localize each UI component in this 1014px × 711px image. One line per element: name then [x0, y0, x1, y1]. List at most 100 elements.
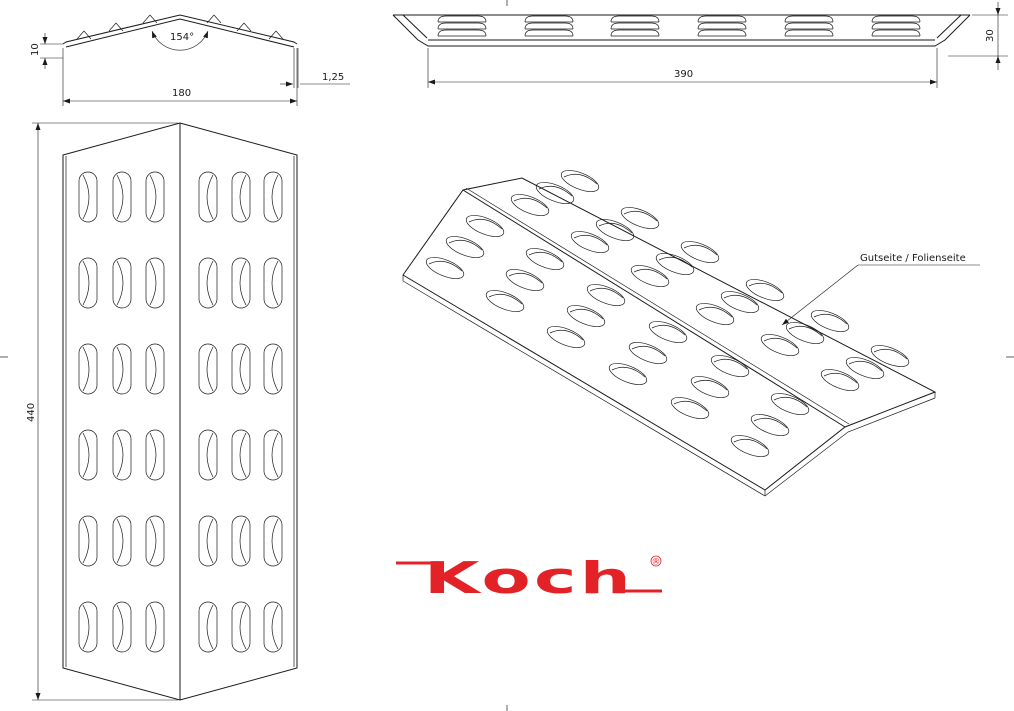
- front-louver-group: [610, 15, 660, 37]
- front-louver-group: [524, 15, 574, 37]
- plan-slot: [112, 601, 132, 653]
- plan-slot: [198, 601, 218, 653]
- front-louver-group: [697, 15, 747, 37]
- iso-louver: [730, 435, 770, 457]
- food-side-label: Gutseite / Folienseite: [860, 253, 966, 264]
- plan-slot: [78, 171, 98, 223]
- iso-louver: [690, 376, 730, 398]
- dim-180-label: 180: [172, 88, 191, 99]
- plan-slots: [78, 171, 283, 653]
- iso-louver: [680, 241, 720, 263]
- plan-slot: [112, 429, 132, 481]
- iso-louver: [750, 414, 790, 436]
- iso-louver: [465, 215, 505, 237]
- iso-louver: [510, 194, 550, 216]
- plan-slot: [145, 601, 165, 653]
- iso-louver: [546, 326, 586, 348]
- plan-slot: [78, 257, 98, 309]
- isometric-view: Gutseite / Folienseite: [402, 170, 980, 497]
- angle-154-label: 154°: [170, 32, 194, 43]
- plan-slot: [263, 601, 283, 653]
- dim-390-label: 390: [674, 69, 693, 80]
- iso-louver: [620, 207, 660, 229]
- plan-slot: [78, 601, 98, 653]
- plan-slot: [263, 343, 283, 395]
- iso-louver: [570, 231, 610, 253]
- plan-slot: [231, 601, 251, 653]
- plan-slot: [198, 429, 218, 481]
- iso-louver: [425, 257, 465, 279]
- plan-slot: [263, 429, 283, 481]
- profile-louver: [142, 14, 158, 24]
- koch-logo: Koch ®: [396, 553, 662, 604]
- plan-slot: [112, 343, 132, 395]
- plan-slot: [112, 171, 132, 223]
- plan-slot: [145, 429, 165, 481]
- plan-slot: [78, 343, 98, 395]
- front-louver-group: [437, 15, 487, 37]
- plan-slot: [198, 515, 218, 567]
- profile-louver: [108, 22, 124, 32]
- front-louver-group: [871, 15, 921, 37]
- registered-mark: ®: [652, 558, 661, 568]
- plan-slot: [198, 343, 218, 395]
- profile-louver: [268, 30, 284, 40]
- plan-slot: [145, 171, 165, 223]
- iso-louver: [745, 279, 785, 301]
- plan-slot: [231, 429, 251, 481]
- iso-louver: [560, 170, 600, 192]
- iso-louver: [695, 303, 735, 325]
- plan-slot: [231, 257, 251, 309]
- plan-slot: [231, 343, 251, 395]
- plan-slot: [198, 171, 218, 223]
- dim-1-25-label: 1,25: [322, 72, 344, 83]
- iso-louver: [535, 182, 575, 204]
- iso-louver: [810, 310, 850, 332]
- iso-louver: [648, 321, 688, 343]
- side-profile-view: 154° 10 180 1,25: [30, 14, 350, 106]
- plan-slot: [263, 171, 283, 223]
- plan-slot: [145, 257, 165, 309]
- iso-louvers: [425, 170, 910, 457]
- plan-slot: [78, 429, 98, 481]
- iso-louver: [770, 393, 810, 415]
- front-louvers: [437, 15, 921, 37]
- profile-louver: [206, 14, 222, 24]
- dim-30-label: 30: [985, 29, 996, 42]
- iso-louver: [525, 248, 565, 270]
- plan-slot: [198, 257, 218, 309]
- iso-louver: [760, 334, 800, 356]
- plan-view: 440: [26, 122, 298, 701]
- iso-louver: [845, 357, 885, 379]
- plan-slot: [263, 515, 283, 567]
- plan-slot: [112, 257, 132, 309]
- front-elevation-view: 390 30: [392, 2, 1008, 88]
- iso-louver: [785, 322, 825, 344]
- iso-louver: [566, 305, 606, 327]
- iso-louver: [720, 291, 760, 313]
- profile-louver: [236, 22, 252, 32]
- iso-louver: [710, 355, 750, 377]
- plan-slot: [145, 343, 165, 395]
- iso-louver: [820, 369, 860, 391]
- plan-slot: [145, 515, 165, 567]
- iso-louver: [485, 290, 525, 312]
- iso-louver: [608, 363, 648, 385]
- iso-louver: [628, 342, 668, 364]
- logo-text: Koch: [424, 553, 634, 604]
- dim-10-label: 10: [30, 43, 41, 56]
- plan-slot: [231, 515, 251, 567]
- iso-louver: [505, 269, 545, 291]
- iso-louver: [655, 253, 695, 275]
- iso-louver: [595, 219, 635, 241]
- iso-louver: [445, 236, 485, 258]
- plan-slot: [78, 515, 98, 567]
- iso-louver: [630, 265, 670, 287]
- front-louver-group: [784, 15, 834, 37]
- profile-louvers: [76, 14, 284, 40]
- plan-slot: [112, 515, 132, 567]
- iso-louver: [586, 284, 626, 306]
- plan-slot: [231, 171, 251, 223]
- plan-slot: [263, 257, 283, 309]
